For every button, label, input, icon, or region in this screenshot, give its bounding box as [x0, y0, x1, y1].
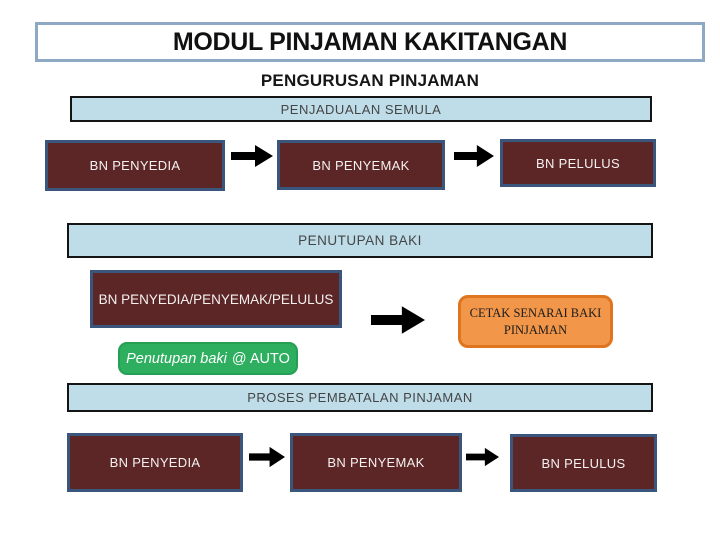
print-output-box: CETAK SENARAI BAKI PINJAMAN [458, 295, 613, 348]
flow-step-penyedia-penyemak-pelulus: BN PENYEDIA/PENYEMAK/PELULUS [90, 270, 342, 328]
flow-step-label: BN PELULUS [541, 455, 626, 471]
flow-step-label: BN PENYEMAK [327, 455, 425, 470]
arrow-right-icon [371, 305, 425, 335]
flow-step-penyedia-2: BN PENYEDIA [67, 433, 243, 492]
arrow-right-icon [249, 446, 285, 468]
section-header-label: PENUTUPAN BAKI [298, 233, 422, 248]
flow-step-label: BN PENYEMAK [312, 157, 410, 173]
section-header-label: PENJADUALAN SEMULA [280, 101, 442, 117]
page-title: MODUL PINJAMAN KAKITANGAN [172, 27, 568, 56]
auto-note-box: Penutupan baki @ AUTO [118, 342, 298, 375]
flow-step-label: BN PELULUS [536, 155, 620, 171]
section-header-label: PROSES PEMBATALAN PINJAMAN [247, 390, 473, 405]
auto-note-script-text: Penutupan baki [126, 350, 227, 367]
flow-step-penyemak-2: BN PENYEMAK [290, 433, 462, 492]
print-output-line1: CETAK SENARAI BAKI [469, 306, 602, 321]
page-subtitle: PENGURUSAN PINJAMAN [260, 71, 480, 90]
section-header-penutupan: PENUTUPAN BAKI [67, 223, 653, 258]
print-output-line2: PINJAMAN [503, 322, 568, 337]
flow-step-label: BN PENYEDIA [109, 455, 201, 470]
flow-step-label: BN PENYEDIA [89, 158, 181, 173]
arrow-right-icon [466, 447, 499, 467]
flow-step-penyedia-1: BN PENYEDIA [45, 140, 225, 191]
section-header-penjadualan: PENJADUALAN SEMULA [70, 96, 652, 122]
flow-step-pelulus-1: BN PELULUS [500, 139, 656, 187]
flow-step-label: BN PENYEDIA/PENYEMAK/PELULUS [98, 291, 334, 307]
flow-step-penyemak-1: BN PENYEMAK [277, 140, 445, 190]
flow-step-pelulus-2: BN PELULUS [510, 434, 657, 492]
arrow-right-icon [231, 144, 273, 168]
arrow-right-icon [454, 144, 494, 168]
section-header-pembatalan: PROSES PEMBATALAN PINJAMAN [67, 383, 653, 412]
auto-note-suffix-text: @ AUTO [231, 350, 290, 367]
title-box: MODUL PINJAMAN KAKITANGAN [35, 22, 705, 62]
